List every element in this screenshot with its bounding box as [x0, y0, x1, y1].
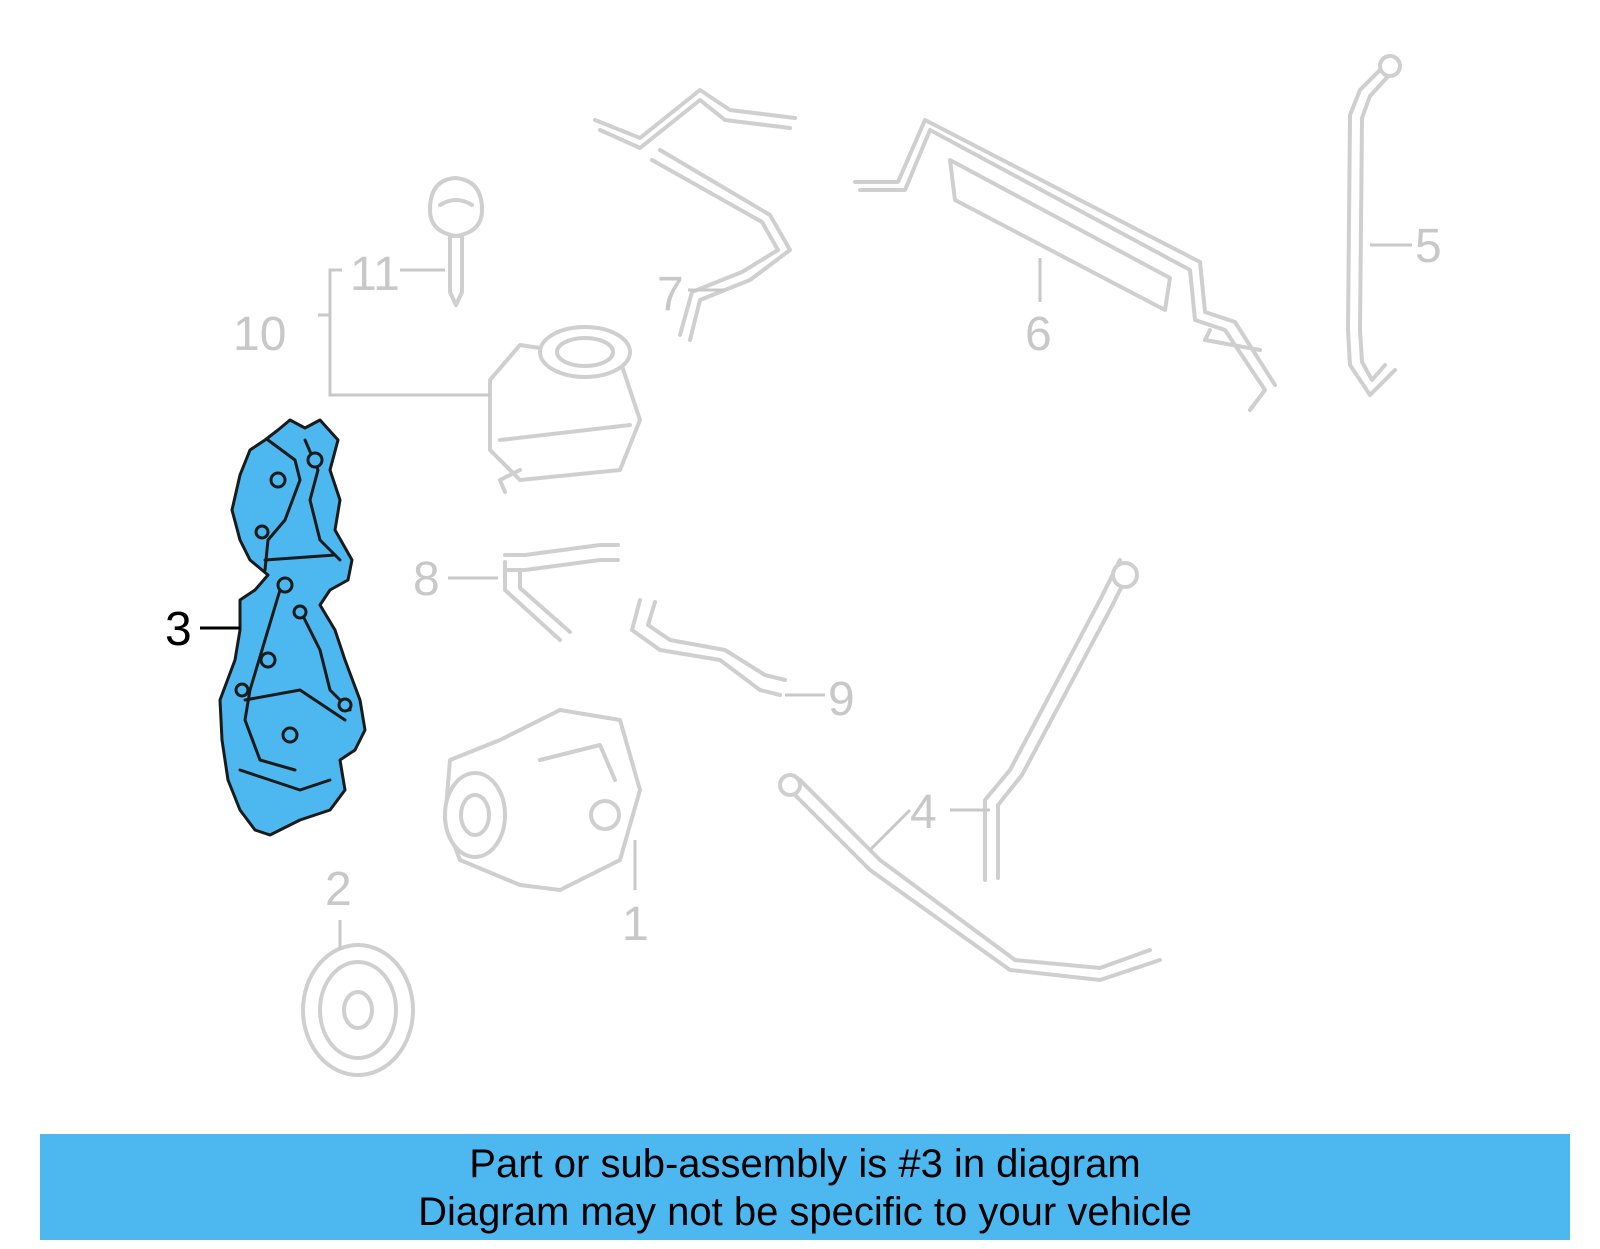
callout-6: 6: [1025, 308, 1052, 361]
part-3-bracket: [218, 418, 367, 837]
leader-lines: [200, 243, 1412, 950]
part-7-hose: [593, 88, 797, 342]
callout-1: 1: [622, 898, 649, 951]
callout-11: 11: [350, 248, 400, 301]
banner-line-1: Part or sub-assembly is #3 in diagram: [469, 1142, 1141, 1186]
parts-diagram: 11 10 7 6 5 8 9 4 1 2 3: [165, 54, 1442, 1077]
banner-line-2: Diagram may not be specific to your vehi…: [418, 1190, 1192, 1234]
callout-9: 9: [828, 673, 855, 726]
part-10-reservoir: [488, 325, 642, 494]
part-2-pulley: [301, 943, 415, 1077]
part-1-pump: [443, 708, 642, 892]
callout-5: 5: [1415, 220, 1442, 273]
callout-10: 10: [233, 308, 286, 361]
part-6-cooler: [853, 118, 1277, 412]
part-9-hose: [630, 598, 787, 697]
part-11-push-pin: [428, 176, 484, 307]
part-8-hose: [503, 543, 620, 642]
callout-2: 2: [325, 863, 352, 916]
part-4-line: [778, 558, 1162, 982]
callout-8: 8: [413, 553, 440, 606]
part-5-line: [1346, 54, 1402, 397]
callout-3: 3: [165, 603, 192, 656]
info-banner: Part or sub-assembly is #3 in diagram Di…: [40, 1134, 1570, 1240]
callout-4: 4: [910, 786, 937, 839]
callout-7: 7: [657, 268, 684, 321]
